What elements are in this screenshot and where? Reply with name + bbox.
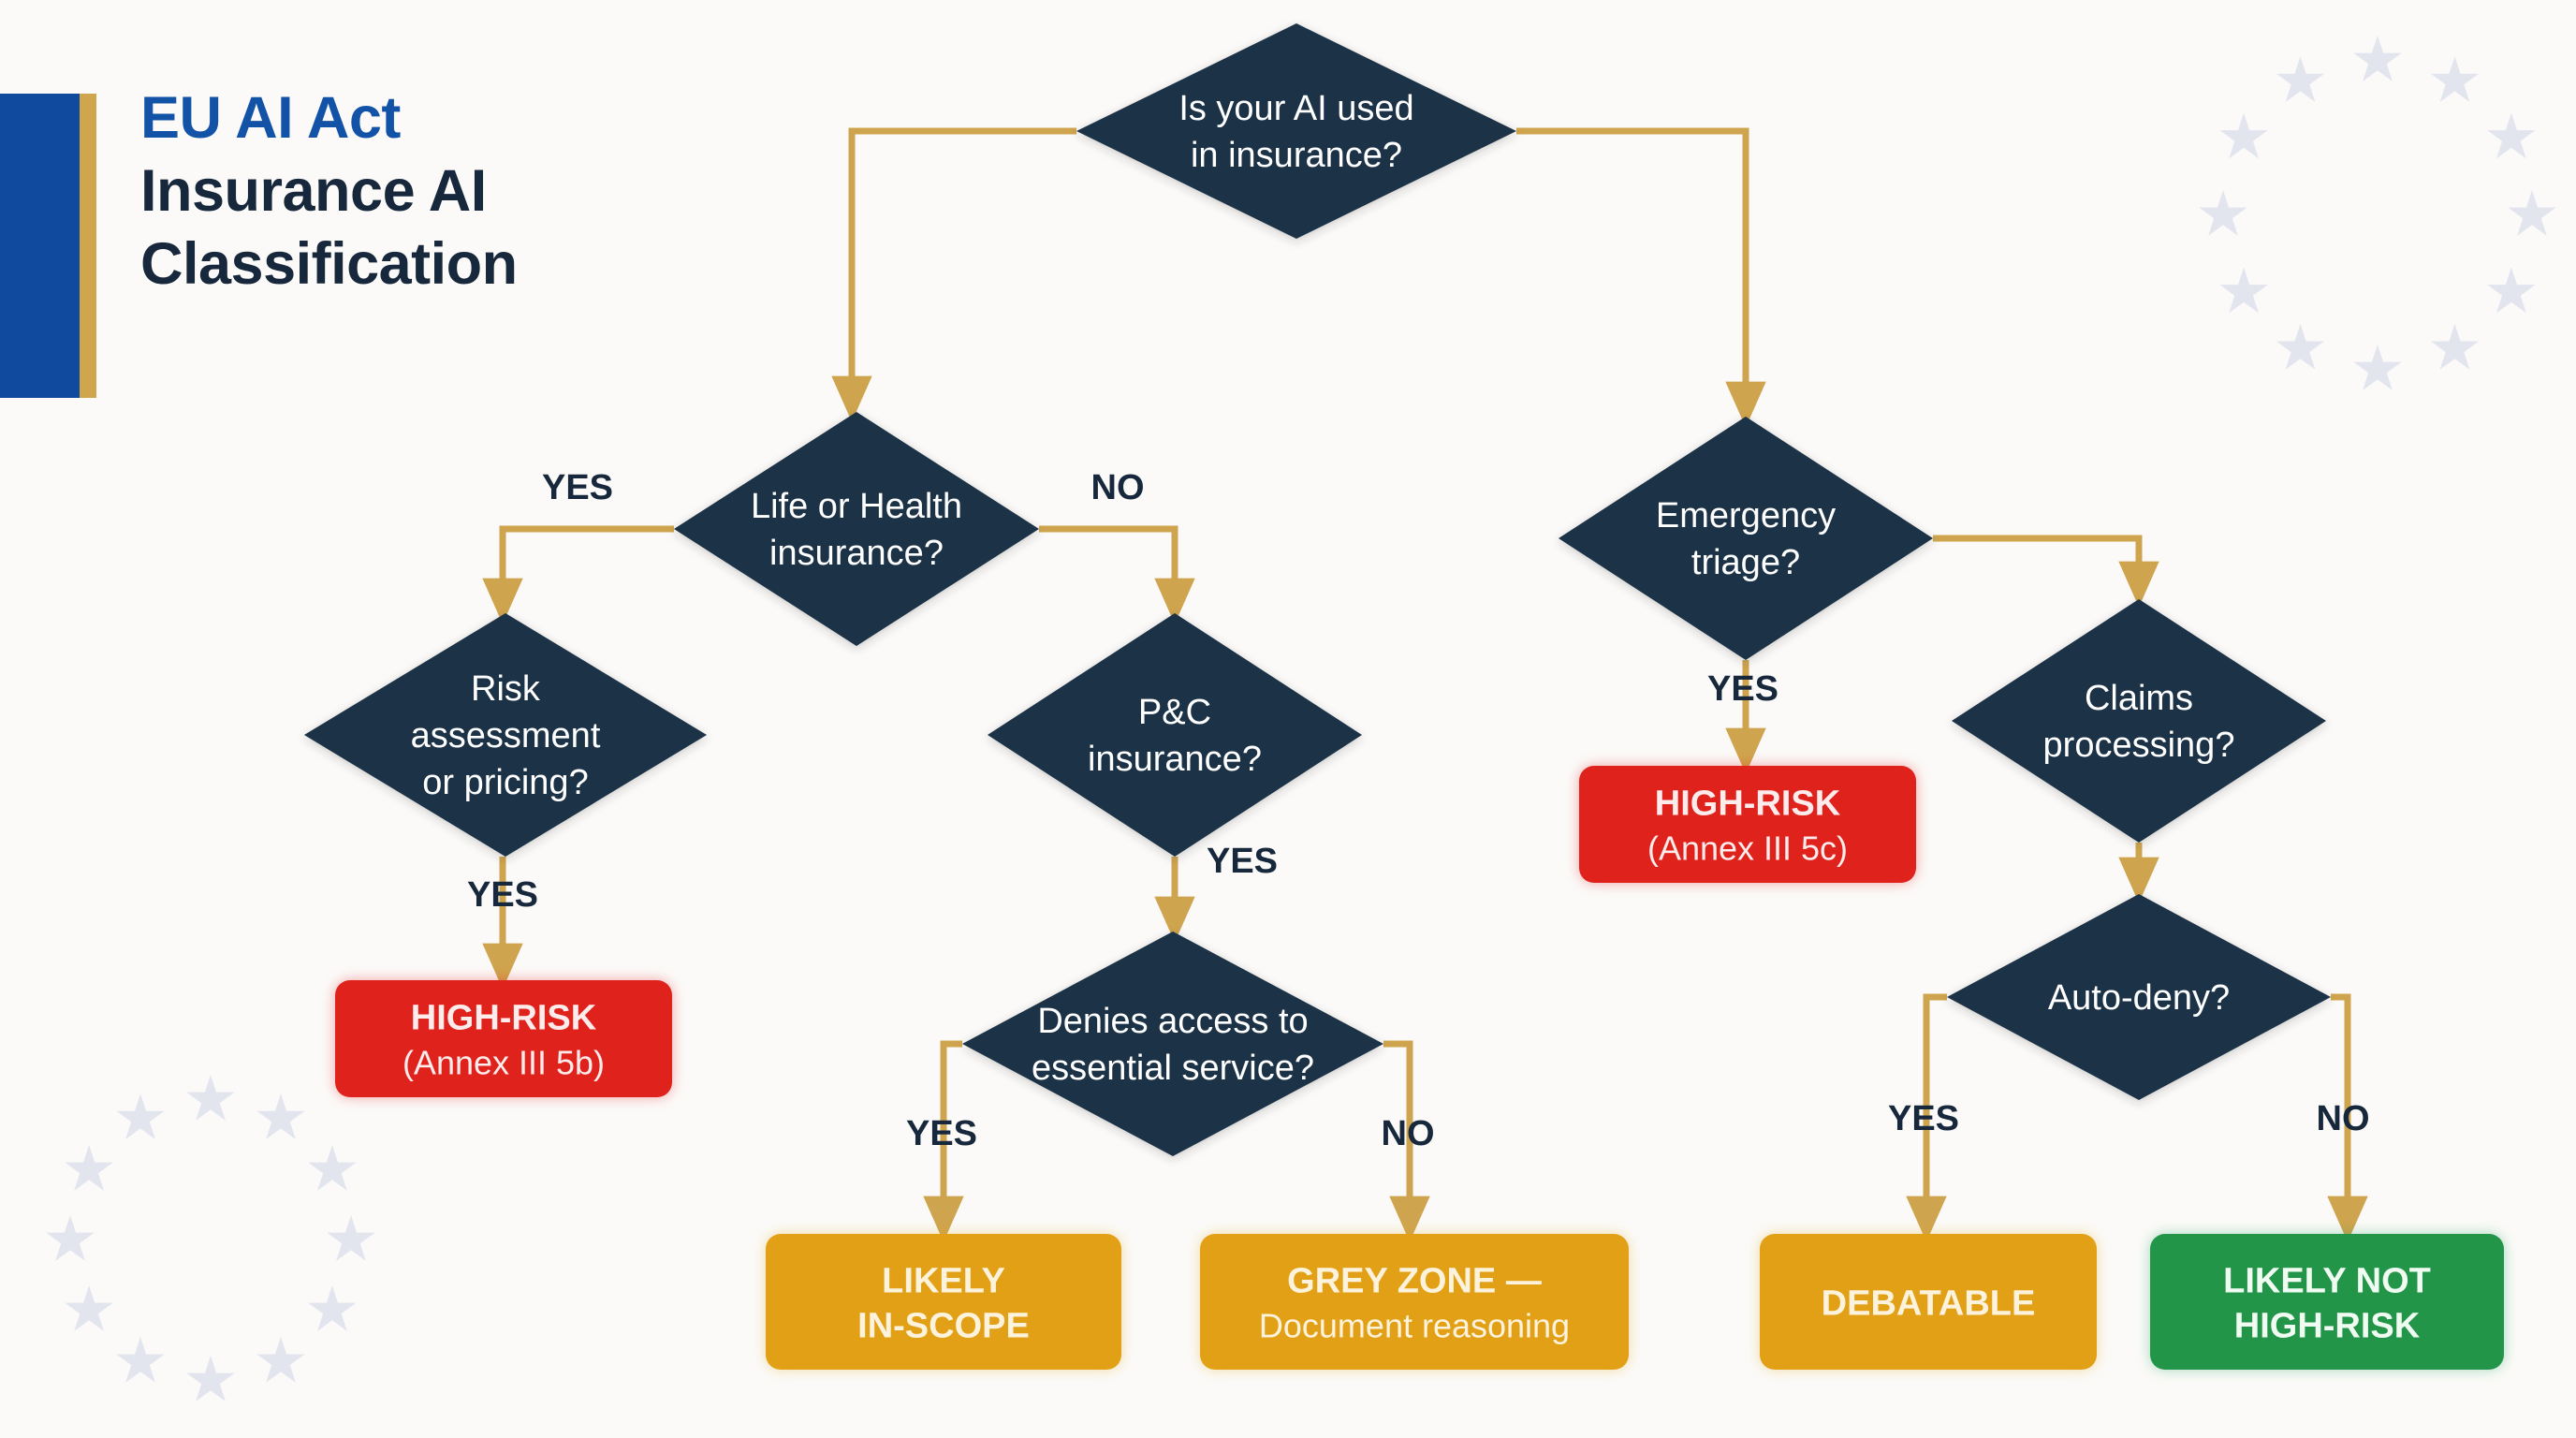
title-accent-bar-gold <box>80 94 96 398</box>
decision-node-claims[interactable]: Claims processing? <box>1952 599 2326 843</box>
edge-label-yes-0: YES <box>542 468 613 507</box>
edge-label-yes-3: YES <box>1207 842 1278 881</box>
terminal-label-hr5b: (Annex III 5b) <box>402 1044 605 1082</box>
edge-autodeny-yes-to-debatable <box>1906 993 1947 1242</box>
terminal-label-hr5b: HIGH-RISK <box>411 999 597 1038</box>
decision-label-riskprice: or pricing? <box>422 763 588 802</box>
edge-label-yes-2: YES <box>467 875 538 915</box>
decision-node-emergency[interactable]: Emergency triage? <box>1559 417 1933 660</box>
eu-star-ring-decoration <box>46 36 2556 1401</box>
star-icon <box>2487 112 2536 159</box>
decision-nodes: Is your AI used in insurance? Life or Heal… <box>304 23 2331 1156</box>
terminal-node-greyzone[interactable]: GREY ZONE — Document reasoning <box>1200 1234 1629 1370</box>
terminal-label-notrisk: HIGH-RISK <box>2234 1307 2421 1346</box>
edge-denies-no-to-greyzone <box>1383 1040 1430 1242</box>
edge-label-no-1: NO <box>1091 468 1145 507</box>
terminal-label-greyzone: GREY ZONE — <box>1287 1262 1542 1301</box>
terminal-label-hr5c: HIGH-RISK <box>1655 785 1841 824</box>
decision-label-root: Is your AI used <box>1178 89 1413 128</box>
terminal-node-hr5b[interactable]: HIGH-RISK (Annex III 5b) <box>335 980 672 1097</box>
decision-label-emergency: Emergency <box>1656 496 1836 536</box>
star-icon <box>65 1145 113 1191</box>
title-accent-bar-blue <box>0 94 80 398</box>
star-icon <box>186 1356 235 1401</box>
title-line-insurance-ai: Insurance AI <box>140 158 487 224</box>
terminal-label-notrisk: LIKELY NOT <box>2223 1262 2431 1301</box>
edge-lifehealth-no-to-pandc <box>1039 525 1195 624</box>
decision-label-riskprice: Risk <box>471 669 541 709</box>
star-icon <box>2353 345 2402 390</box>
star-icon <box>2508 190 2556 236</box>
edge-label-yes-4: YES <box>906 1114 977 1153</box>
star-icon <box>2430 323 2480 370</box>
decision-label-claims: Claims <box>2085 679 2193 718</box>
decision-node-pandc[interactable]: P&C insurance? <box>988 613 1362 857</box>
star-icon <box>116 1093 165 1139</box>
decision-node-autodeny[interactable]: Auto-deny? <box>1947 894 2331 1100</box>
star-icon <box>308 1145 357 1191</box>
star-icon <box>46 1215 95 1261</box>
star-icon <box>256 1336 305 1383</box>
star-icon <box>327 1215 375 1261</box>
eu-star-ring-1 <box>2199 36 2556 390</box>
decision-label-denies: essential service? <box>1032 1049 1314 1088</box>
decision-label-root: in insurance? <box>1191 136 1402 175</box>
decision-label-pandc: P&C <box>1138 693 1211 732</box>
decision-label-emergency: triage? <box>1691 543 1800 582</box>
decision-label-autodeny: Auto-deny? <box>2048 978 2230 1018</box>
terminal-node-inscope[interactable]: LIKELY IN-SCOPE <box>766 1234 1121 1370</box>
edge-root-to-lifehealth <box>831 127 1076 422</box>
edge-emergency-to-claims <box>1933 535 2159 608</box>
star-icon <box>2353 36 2402 81</box>
star-icon <box>2430 56 2480 102</box>
decision-label-denies: Denies access to <box>1037 1002 1308 1041</box>
star-icon <box>186 1075 235 1121</box>
flowchart-connectors <box>482 127 2368 1242</box>
edge-label-yes-6: YES <box>1707 669 1778 709</box>
edge-root-to-emergency <box>1516 127 1766 428</box>
edge-label-no-5: NO <box>1382 1114 1435 1153</box>
terminal-label-greyzone: Document reasoning <box>1259 1307 1570 1345</box>
star-icon <box>2219 267 2268 314</box>
edge-denies-yes-to-inscope <box>923 1040 964 1242</box>
terminal-label-hr5c: (Annex III 5c) <box>1647 829 1848 868</box>
eu-star-ring-2 <box>46 1075 375 1401</box>
decision-node-riskprice[interactable]: Risk assessment or pricing? <box>304 613 707 857</box>
terminal-label-inscope: LIKELY <box>882 1262 1005 1301</box>
decision-node-lifehealth[interactable]: Life or Health insurance? <box>674 412 1039 646</box>
edge-label-no-8: NO <box>2317 1099 2370 1138</box>
decision-label-lifehealth: insurance? <box>769 534 944 573</box>
terminal-node-notrisk[interactable]: LIKELY NOT HIGH-RISK <box>2150 1234 2504 1370</box>
decision-label-pandc: insurance? <box>1088 740 1262 779</box>
edge-lifehealth-yes-to-riskprice <box>482 525 674 624</box>
decision-node-denies[interactable]: Denies access to essential service? <box>962 932 1383 1156</box>
edge-autodeny-no-to-notrisk <box>2327 993 2368 1242</box>
terminal-node-hr5c[interactable]: HIGH-RISK (Annex III 5c) <box>1579 766 1916 883</box>
star-icon <box>2276 56 2325 102</box>
terminal-label-debatable: DEBATABLE <box>1822 1284 2036 1324</box>
edge-label-yes-7: YES <box>1888 1099 1959 1138</box>
star-icon <box>308 1285 357 1331</box>
star-icon <box>2487 267 2536 314</box>
star-icon <box>116 1336 165 1383</box>
star-icon <box>2219 112 2268 159</box>
decision-label-claims: processing? <box>2043 726 2235 765</box>
page-title: EU AI Act Insurance AI Classification <box>140 89 518 294</box>
star-icon <box>2199 190 2247 236</box>
decision-node-root[interactable]: Is your AI used in insurance? <box>1076 23 1516 239</box>
title-line-eu-ai-act: EU AI Act <box>140 85 401 151</box>
star-icon <box>65 1285 113 1331</box>
edge-labels: YES NO YES YES YES NO YES YES NO <box>467 468 2370 1153</box>
terminal-label-inscope: IN-SCOPE <box>857 1307 1030 1346</box>
terminal-node-debatable[interactable]: DEBATABLE <box>1760 1234 2097 1370</box>
decision-label-lifehealth: Life or Health <box>751 487 962 526</box>
star-icon <box>2276 323 2325 370</box>
decision-label-riskprice: assessment <box>411 716 601 756</box>
title-line-classification: Classification <box>140 231 518 297</box>
star-icon <box>256 1093 305 1139</box>
terminal-nodes: HIGH-RISK (Annex III 5b) HIGH-RISK (Annex I… <box>335 766 2504 1370</box>
